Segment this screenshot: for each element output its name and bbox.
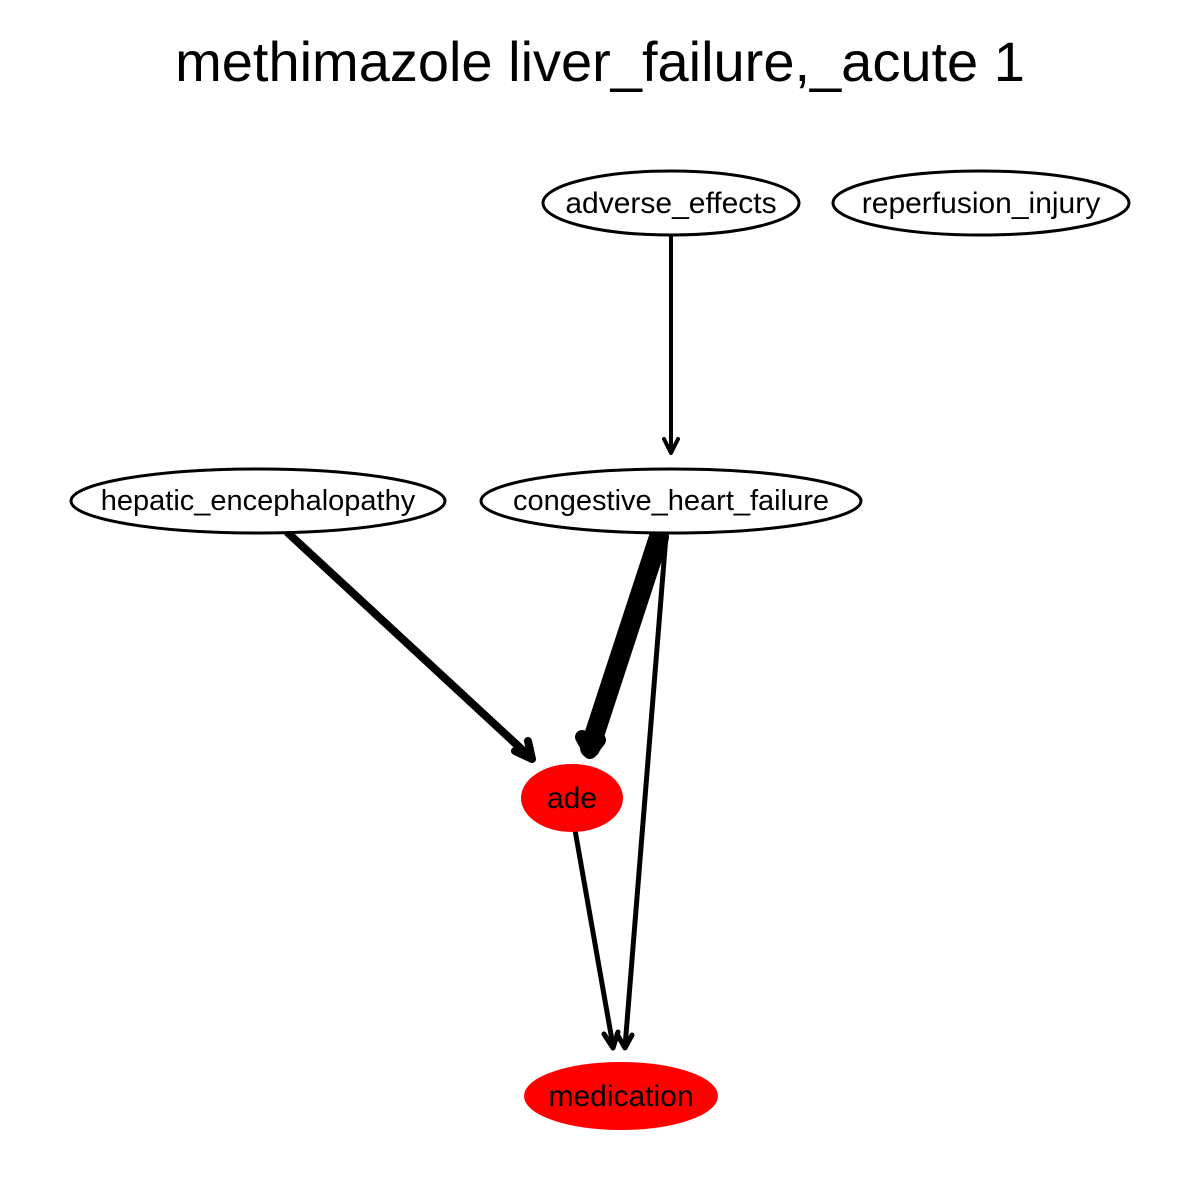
- node-reperfusion-injury[interactable]: reperfusion_injury: [831, 169, 1131, 237]
- node-label: ade: [547, 782, 597, 815]
- node-label: hepatic_encephalopathy: [101, 485, 416, 517]
- node-label: reperfusion_injury: [862, 187, 1100, 220]
- node-ade[interactable]: ade: [521, 764, 623, 832]
- edge-congestive-heart-failure-to-ade: [575, 527, 669, 759]
- edge-congestive-heart-failure-to-medication: [614, 533, 669, 1051]
- node-label: medication: [548, 1080, 693, 1113]
- diagram-title: methimazole liver_failure,_acute 1: [175, 30, 1025, 93]
- edge-hepatic-encephalopathy-to-ade: [284, 529, 536, 763]
- node-congestive-heart-failure[interactable]: congestive_heart_failure: [479, 467, 863, 535]
- node-hepatic-encephalopathy[interactable]: hepatic_encephalopathy: [69, 467, 447, 535]
- node-label: adverse_effects: [565, 187, 776, 220]
- edge-adverse-effects-to-congestive-heart-failure: [662, 234, 680, 455]
- node-medication[interactable]: medication: [524, 1062, 718, 1130]
- node-label: congestive_heart_failure: [513, 485, 829, 517]
- edge-ade-to-medication: [572, 827, 621, 1051]
- node-adverse-effects[interactable]: adverse_effects: [541, 169, 801, 237]
